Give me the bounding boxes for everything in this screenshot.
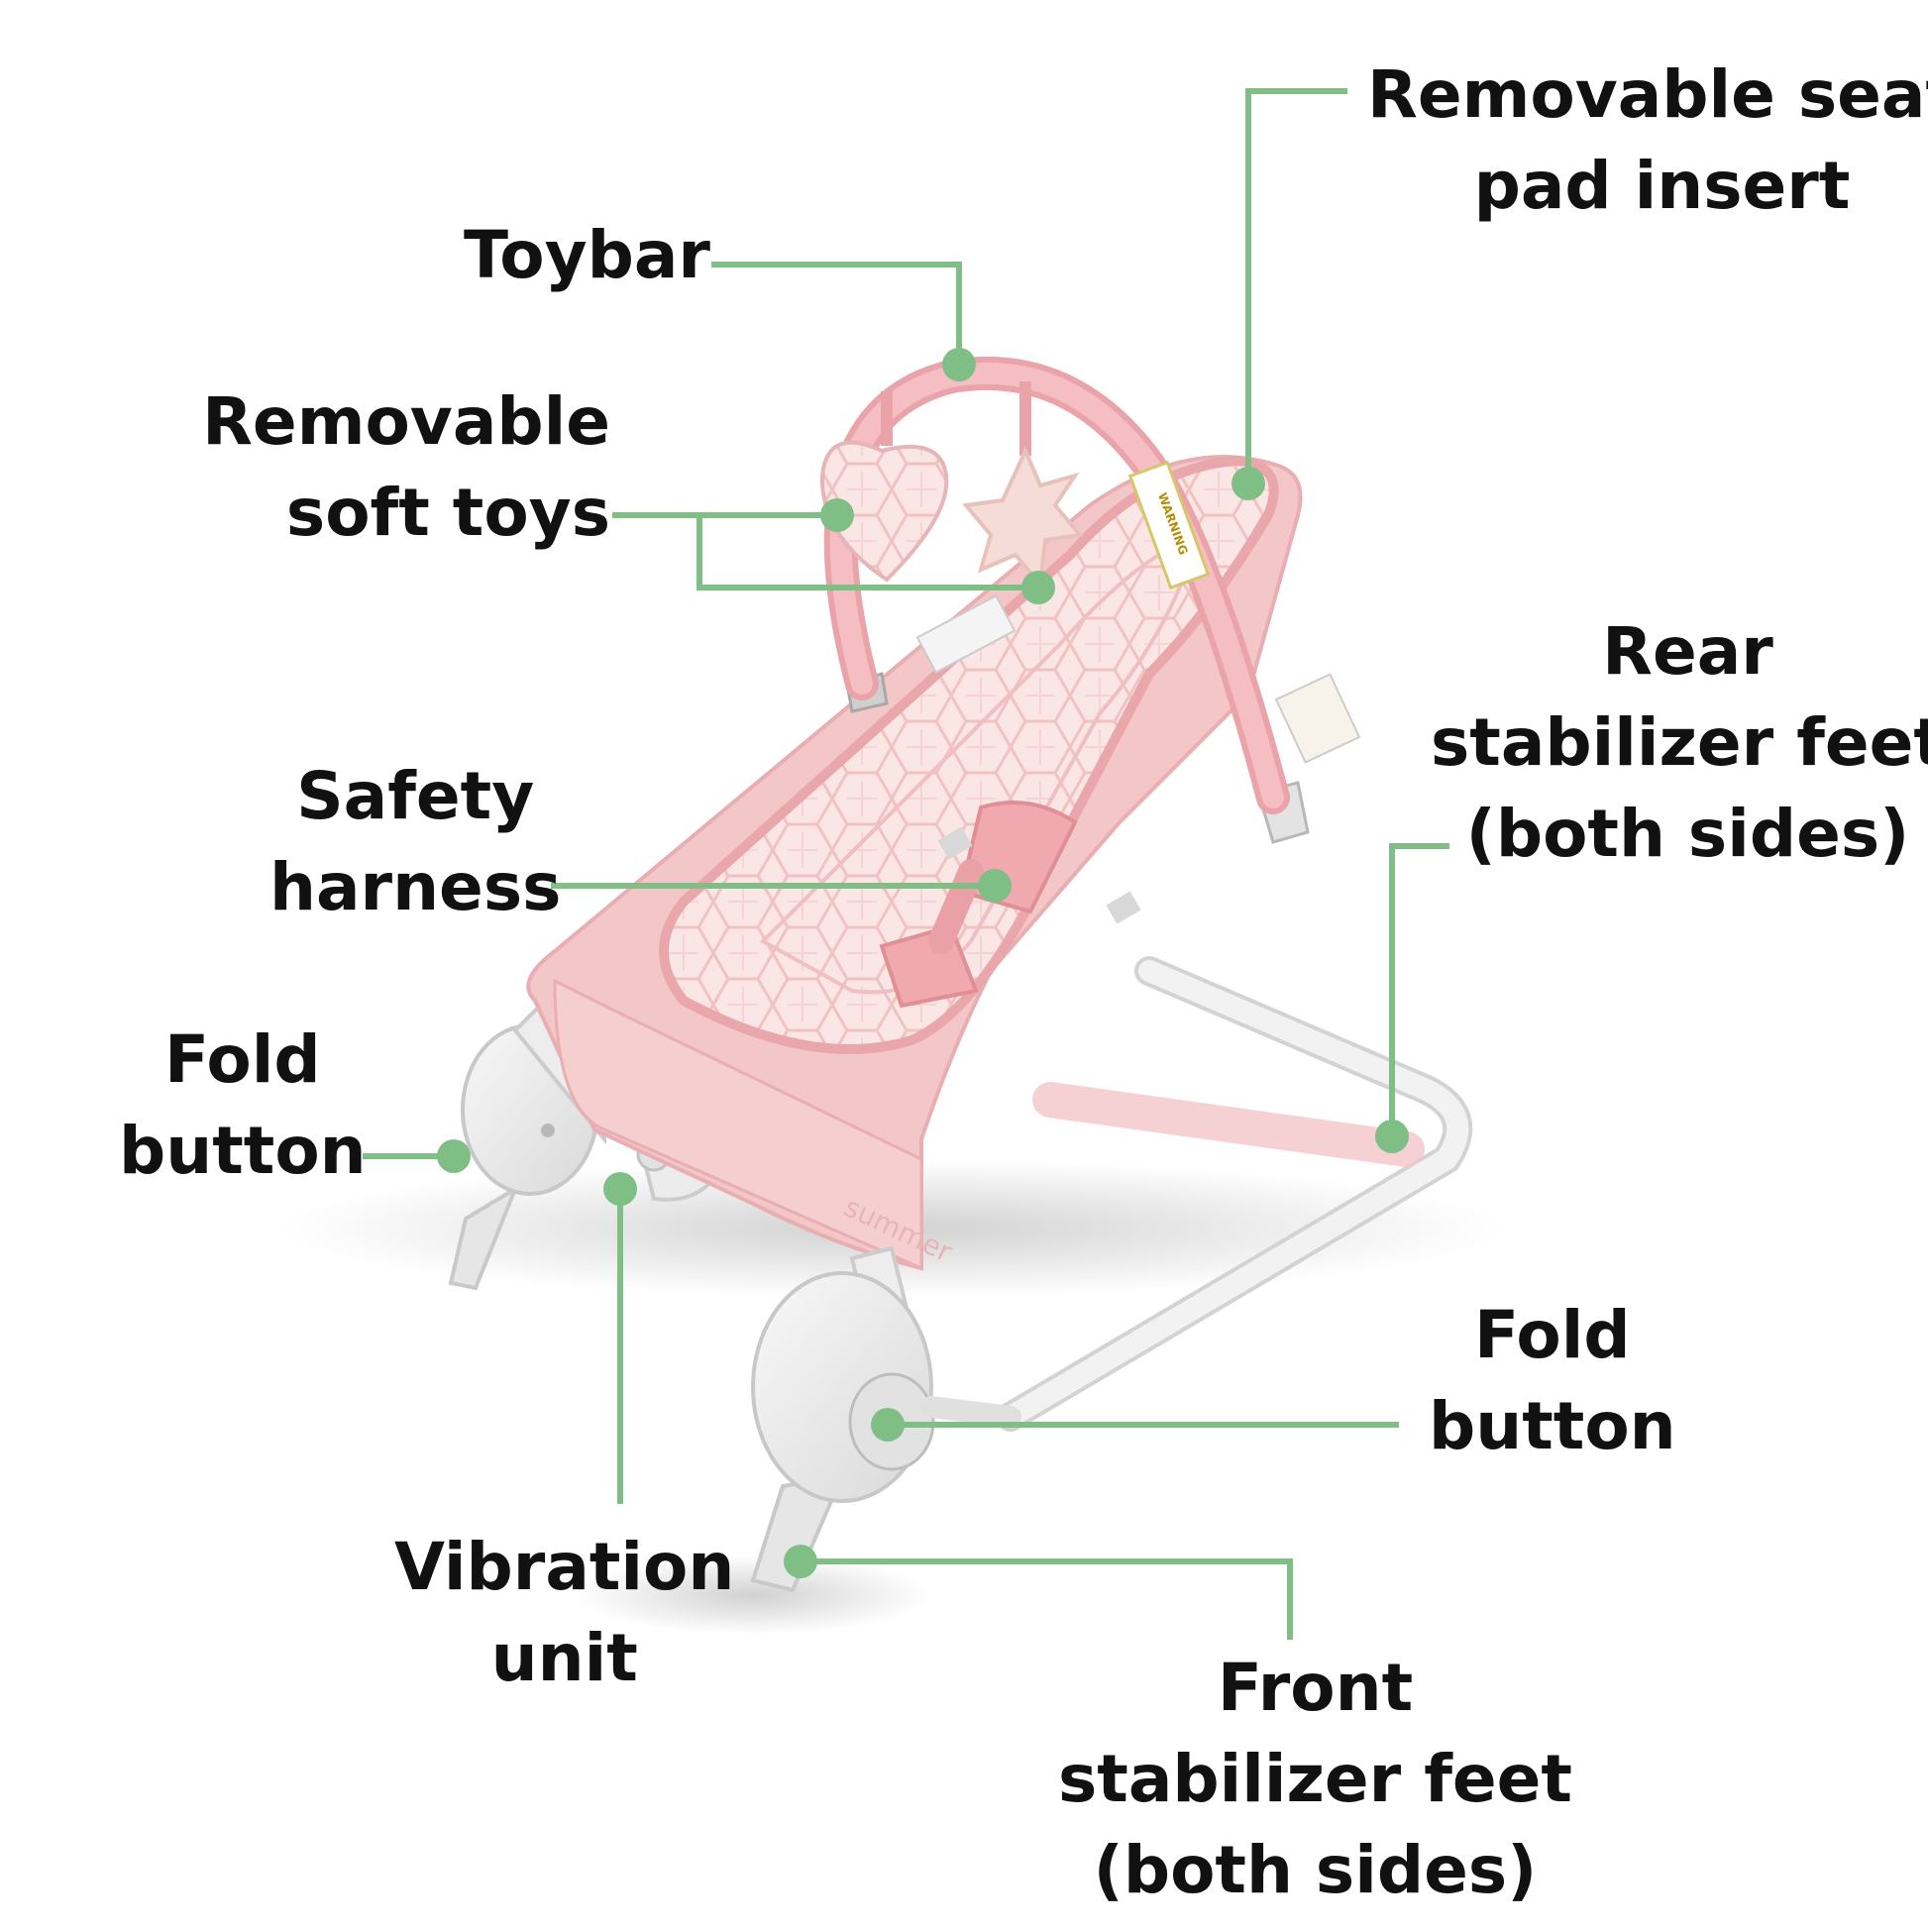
label-seat-pad: Removable seat pad insert <box>1367 56 1928 224</box>
leader-toybar <box>711 262 962 365</box>
side-clips <box>845 593 1361 844</box>
dot-vibration <box>603 1172 637 1206</box>
label-soft-toys: Removable soft toys <box>202 383 610 551</box>
label-toybar: Toybar <box>464 217 710 293</box>
label-front-feet: Front stabilizer feet (both sides) <box>1058 1650 1572 1908</box>
dot-soft-toys <box>820 498 854 532</box>
label-vibration: Vibration unit <box>394 1529 735 1696</box>
leader-front-feet <box>801 1558 1293 1640</box>
right-hub <box>750 1245 1021 1593</box>
dot-seat-pad <box>1232 467 1265 500</box>
dot-front-feet <box>784 1545 817 1578</box>
label-rear-feet: Rear stabilizer feet (both sides) <box>1431 613 1928 872</box>
callout-leaders <box>363 88 1449 1640</box>
leader-seat-pad <box>1245 88 1347 483</box>
callout-dots <box>437 348 1409 1578</box>
label-fold-right: Fold button <box>1429 1297 1676 1464</box>
leader-soft-toys-2 <box>696 515 1038 590</box>
dot-toybar <box>942 348 976 381</box>
dot-harness <box>978 869 1012 903</box>
label-harness: Safety harness <box>269 758 562 925</box>
rear-frame <box>996 956 1473 1432</box>
seat-front-panel <box>553 978 923 1271</box>
toy-heart <box>819 381 1031 583</box>
dot-fold-right <box>871 1408 905 1442</box>
label-fold-left: Fold button <box>119 1021 367 1189</box>
dot-rear-feet <box>1375 1120 1409 1153</box>
leader-rear-feet <box>1389 843 1449 1136</box>
dot-fold-left <box>437 1139 471 1173</box>
dot-soft-toys-2 <box>1021 571 1055 604</box>
floor-shadow-front <box>575 1556 931 1635</box>
